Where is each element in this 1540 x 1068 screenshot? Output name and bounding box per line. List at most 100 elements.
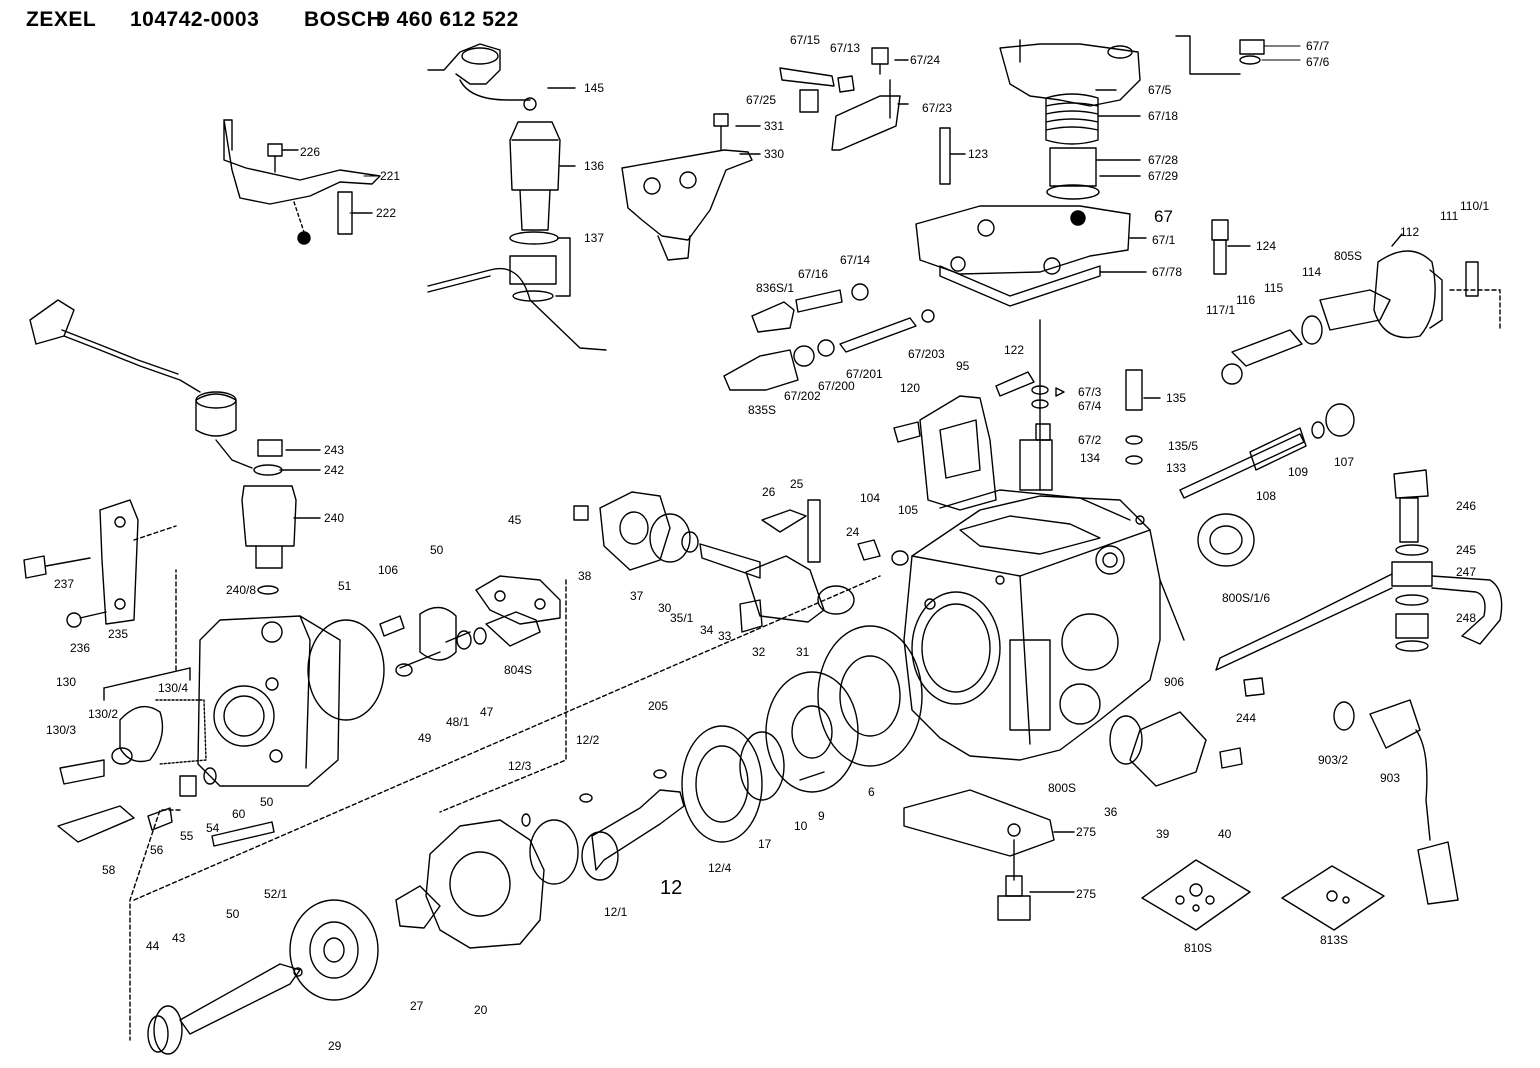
label-135-5: 135/5 [1168, 439, 1199, 453]
label-245: 245 [1456, 543, 1477, 557]
label-246: 246 [1456, 499, 1477, 513]
label-20: 20 [474, 1003, 488, 1017]
cold-start-assembly-805s [1221, 233, 1501, 385]
roller-ring-20 [395, 819, 545, 949]
label-104: 104 [860, 491, 881, 505]
label-95: 95 [956, 359, 970, 373]
label-114: 114 [1302, 265, 1322, 279]
label-25: 25 [790, 477, 804, 491]
label-12-3: 12/3 [508, 759, 532, 773]
label-37: 37 [630, 589, 644, 603]
label-67-13: 67/13 [830, 41, 861, 55]
label-110-1: 110/1 [1460, 199, 1490, 213]
label-27: 27 [410, 999, 424, 1013]
label-67-203: 67/203 [908, 347, 945, 361]
label-237: 237 [54, 577, 75, 591]
label-109: 109 [1288, 465, 1309, 479]
label-49: 49 [418, 731, 432, 745]
label-226: 226 [300, 145, 321, 159]
label-67-201: 67/201 [846, 367, 883, 381]
control-rod-108 [1179, 403, 1355, 499]
label-32: 32 [752, 645, 766, 659]
label-67-202: 67/202 [784, 389, 821, 403]
banjo-bolt-246 [1215, 469, 1503, 671]
label-30: 30 [658, 601, 672, 615]
label-67-18: 67/18 [1148, 109, 1179, 123]
gasket-kit-810s [1141, 859, 1251, 931]
label-34: 34 [700, 623, 714, 637]
label-67-5: 67/5 [1148, 83, 1172, 97]
label-242: 242 [324, 463, 345, 477]
label-275-a: 275 [1076, 825, 1097, 839]
label-67-23: 67/23 [922, 101, 953, 115]
control-sleeve-group [129, 575, 881, 1041]
brand-bosch: BOSCH [304, 8, 383, 31]
label-116: 116 [1236, 293, 1256, 307]
label-145: 145 [584, 81, 605, 95]
part-number-bosch: 9 460 612 522 [378, 8, 519, 31]
label-44: 44 [146, 939, 160, 953]
label-17: 17 [758, 837, 772, 851]
label-248: 248 [1456, 611, 1477, 625]
label-136: 136 [584, 159, 605, 173]
label-67-1: 67/1 [1152, 233, 1176, 247]
drive-shaft-group-12 [521, 625, 923, 885]
label-330: 330 [764, 147, 785, 161]
label-108: 108 [1256, 489, 1277, 503]
label-903: 903 [1380, 771, 1401, 785]
label-55: 55 [180, 829, 194, 843]
label-275-b: 275 [1076, 887, 1097, 901]
label-24: 24 [846, 525, 860, 539]
label-40: 40 [1218, 827, 1232, 841]
label-47: 47 [480, 705, 494, 719]
label-243: 243 [324, 443, 345, 457]
label-52-1: 52/1 [264, 887, 288, 901]
label-12: 12 [660, 877, 683, 899]
stop-lever-836s [723, 283, 935, 391]
label-67-3: 67/3 [1078, 385, 1102, 399]
label-9: 9 [818, 809, 825, 823]
label-903-2: 903/2 [1318, 753, 1349, 767]
label-800s-1-6: 800S/1/6 [1222, 591, 1271, 605]
label-236: 236 [70, 641, 91, 655]
part-number-zexel: 104742-0003 [130, 8, 260, 31]
label-133: 133 [1166, 461, 1187, 475]
label-33: 33 [718, 629, 732, 643]
label-67-14: 67/14 [840, 253, 871, 267]
label-810s: 810S [1184, 941, 1213, 955]
label-39: 39 [1156, 827, 1170, 841]
label-43: 43 [172, 931, 186, 945]
label-50-a: 50 [430, 543, 444, 557]
support-plate-275 [903, 789, 1075, 921]
label-106: 106 [378, 563, 399, 577]
label-31: 31 [796, 645, 810, 659]
label-111: 111 [1440, 209, 1459, 223]
label-122: 122 [1004, 343, 1025, 357]
label-12-1: 12/1 [604, 905, 628, 919]
label-54: 54 [206, 821, 220, 835]
label-800s: 800S [1048, 781, 1077, 795]
label-134: 134 [1080, 451, 1101, 465]
label-67-78: 67/78 [1152, 265, 1183, 279]
label-29: 29 [328, 1039, 342, 1053]
seal-800s-1-6 [1197, 513, 1255, 567]
label-67-7: 67/7 [1306, 39, 1330, 53]
bracket-235 [23, 499, 177, 628]
label-130-2: 130/2 [88, 707, 119, 721]
label-50-b: 50 [260, 795, 274, 809]
label-35-1: 35/1 [670, 611, 694, 625]
bolt-124 [1211, 219, 1251, 275]
governor-housing-67-1 [915, 127, 1147, 307]
solenoid-valve-136 [427, 43, 607, 351]
label-67-2: 67/2 [1078, 433, 1102, 447]
label-67-28: 67/28 [1148, 153, 1179, 167]
label-67-24: 67/24 [910, 53, 941, 67]
label-67-15: 67/15 [790, 33, 821, 47]
label-205: 205 [648, 699, 669, 713]
label-6: 6 [868, 785, 875, 799]
label-60: 60 [232, 807, 246, 821]
label-221: 221 [380, 169, 401, 183]
label-331: 331 [764, 119, 785, 133]
label-107: 107 [1334, 455, 1355, 469]
